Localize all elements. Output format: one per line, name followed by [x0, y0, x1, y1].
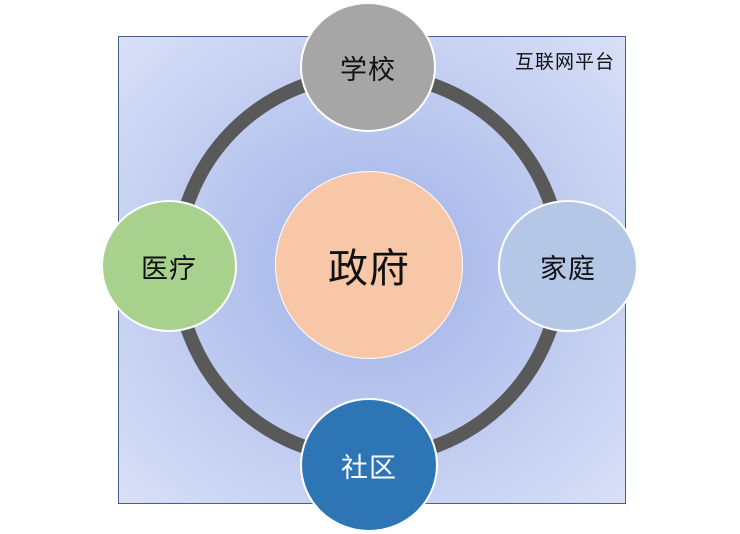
school-label: 学校 [340, 54, 396, 86]
medical-label: 医疗 [141, 253, 197, 285]
family-node: 家庭 [498, 200, 638, 332]
community-node: 社区 [300, 398, 438, 532]
medical-node: 医疗 [101, 200, 237, 332]
school-node: 学校 [300, 2, 436, 132]
government-node: 政府 [275, 171, 463, 359]
government-label: 政府 [328, 246, 410, 292]
family-label: 家庭 [540, 253, 596, 285]
community-label: 社区 [341, 452, 397, 484]
platform-label: 互联网平台 [514, 51, 615, 73]
